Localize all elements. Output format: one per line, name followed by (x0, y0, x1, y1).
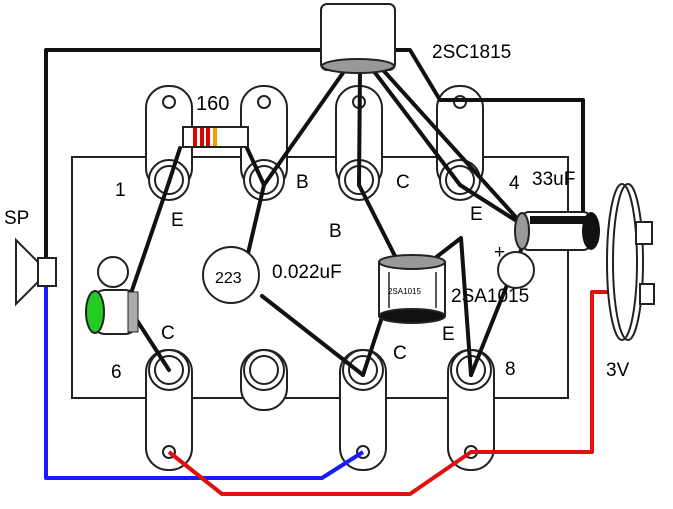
ceramic-cap-wire-a (244, 183, 266, 264)
pin-label-4: 4 (509, 173, 520, 194)
terminal-label-c-mid: C (393, 343, 407, 364)
speaker-label: SP (4, 208, 29, 229)
resistor-160 (182, 126, 249, 148)
terminal-label-b1: B (296, 172, 309, 193)
pnp-label: 2SA1015 (451, 286, 529, 307)
speaker-icon (15, 237, 57, 307)
emitter-to-electrolytic-wire (458, 183, 525, 227)
speaker-to-supply-wire (44, 48, 585, 260)
collector-to-pnp-wire (357, 183, 400, 264)
terminal-label-c-left: C (161, 323, 175, 344)
electrolytic-polarity: + (494, 242, 505, 263)
resistor-to-pin1-wire (167, 146, 182, 184)
terminal-label-e3: E (442, 324, 455, 345)
pin1-to-led-wire (125, 180, 171, 307)
electrolytic-capacitor-33uf (514, 211, 600, 251)
pin-label-1: 1 (115, 180, 126, 201)
blue-wire (44, 282, 365, 480)
npn-label: 2SC1815 (432, 42, 511, 63)
transistor-2sc1815 (320, 3, 396, 74)
red-wire (167, 290, 622, 496)
terminal-label-e1: E (171, 210, 184, 231)
resistor-to-base-wire (245, 146, 266, 187)
pnp-emitter-wire (428, 236, 473, 377)
npn-collector-wire (357, 68, 362, 187)
pin-label-6: 6 (111, 362, 122, 383)
npn-to-cap-wire (381, 68, 525, 227)
battery-3v (606, 183, 655, 341)
transistor-2sa1015 (378, 254, 446, 324)
ceramic-value: 0.022uF (272, 262, 342, 283)
terminal-label-b2: B (329, 221, 342, 242)
terminal-label-c1: C (396, 172, 410, 193)
terminal-label-e2: E (470, 204, 483, 225)
resistor-label: 160 (196, 93, 229, 115)
battery-label: 3V (606, 360, 630, 381)
electrolytic-label: 33uF (532, 169, 575, 190)
mounting-hole (497, 251, 535, 289)
pnp-body-text: 2SA1015 (388, 287, 421, 296)
ceramic-capacitor-223 (202, 246, 260, 304)
npn-emitter-wire (371, 68, 462, 187)
ceramic-code: 223 (215, 270, 242, 287)
ceramic-cap-wire-b (260, 294, 365, 377)
pin-label-8: 8 (505, 359, 516, 380)
npn-base-wire (262, 68, 347, 187)
led (85, 256, 139, 335)
